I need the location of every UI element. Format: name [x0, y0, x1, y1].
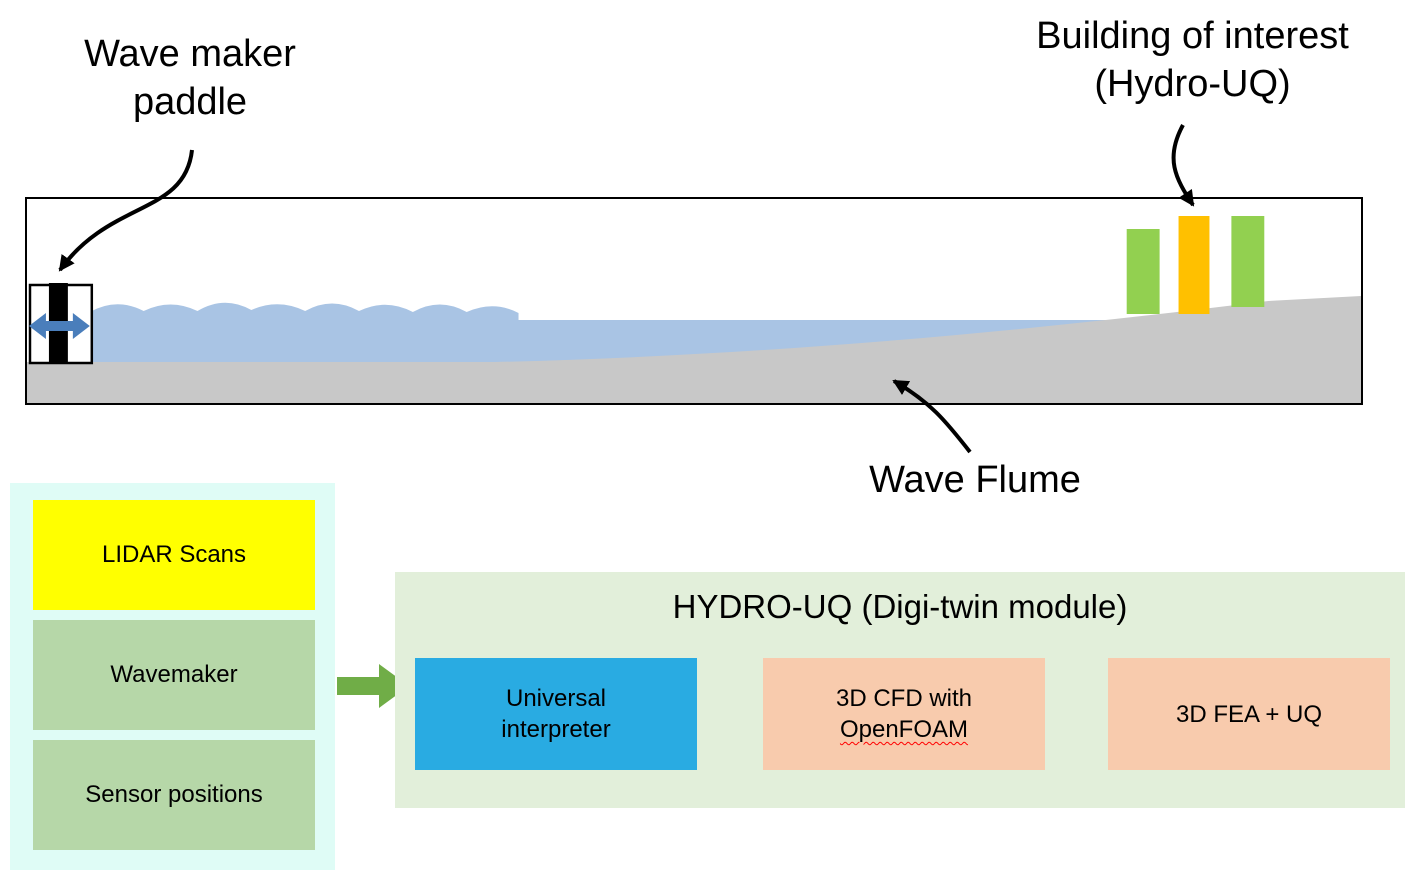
building-left-green: [1126, 229, 1160, 314]
sensor-positions-box: Sensor positions: [33, 740, 315, 850]
wave-flume-label: Wave Flume: [869, 459, 1081, 501]
paddle-motion-arrow: [28, 313, 90, 339]
inputs-panel: LIDAR Scans Wavemaker Sensor positions: [10, 483, 335, 870]
building-of-interest: [1178, 216, 1210, 314]
wavemaker-box: Wavemaker: [33, 620, 315, 730]
fea-uq-label: 3D FEA + UQ: [1175, 700, 1323, 728]
flume-drawing: [27, 216, 1361, 403]
wave-maker-paddle-label-line2: paddle: [132, 81, 248, 123]
building-right-green: [1231, 216, 1265, 307]
building-of-interest-label-line1: Building of interest: [1036, 15, 1349, 57]
wave-maker-paddle-label-line1: Wave maker: [84, 33, 296, 75]
wave-flume-outline: [25, 197, 1363, 405]
lidar-scans-label: LIDAR Scans: [101, 541, 247, 568]
flow-arrow-shape: [337, 664, 409, 708]
arrow-to-building: [1171, 124, 1195, 207]
lidar-scans-box: LIDAR Scans: [33, 500, 315, 610]
flow-arrow: [337, 664, 409, 708]
universal-interpreter-label-line2: interpreter: [501, 716, 611, 743]
universal-interpreter-box: Universal interpreter: [415, 658, 697, 770]
module-title: HYDRO-UQ (Digi-twin module): [672, 588, 1128, 625]
hydro-uq-module-panel: HYDRO-UQ (Digi-twin module) Universal in…: [395, 572, 1405, 808]
cfd-label-line1: 3D CFD with: [835, 685, 973, 712]
cfd-openfoam-box: 3D CFD with OpenFOAM: [763, 658, 1045, 770]
wave-maker-paddle-label: Wave maker paddle: [40, 30, 340, 126]
wavemaker-label: Wavemaker: [110, 661, 238, 688]
building-of-interest-label: Building of interest (Hydro-UQ): [995, 12, 1390, 108]
cfd-label-line2: OpenFOAM: [839, 716, 969, 743]
universal-interpreter-label-line1: Universal: [505, 685, 607, 712]
sensor-positions-label: Sensor positions: [85, 781, 263, 808]
seabed-shape: [27, 296, 1361, 403]
fea-uq-box: 3D FEA + UQ: [1108, 658, 1390, 770]
building-of-interest-label-line2: (Hydro-UQ): [1094, 63, 1291, 105]
